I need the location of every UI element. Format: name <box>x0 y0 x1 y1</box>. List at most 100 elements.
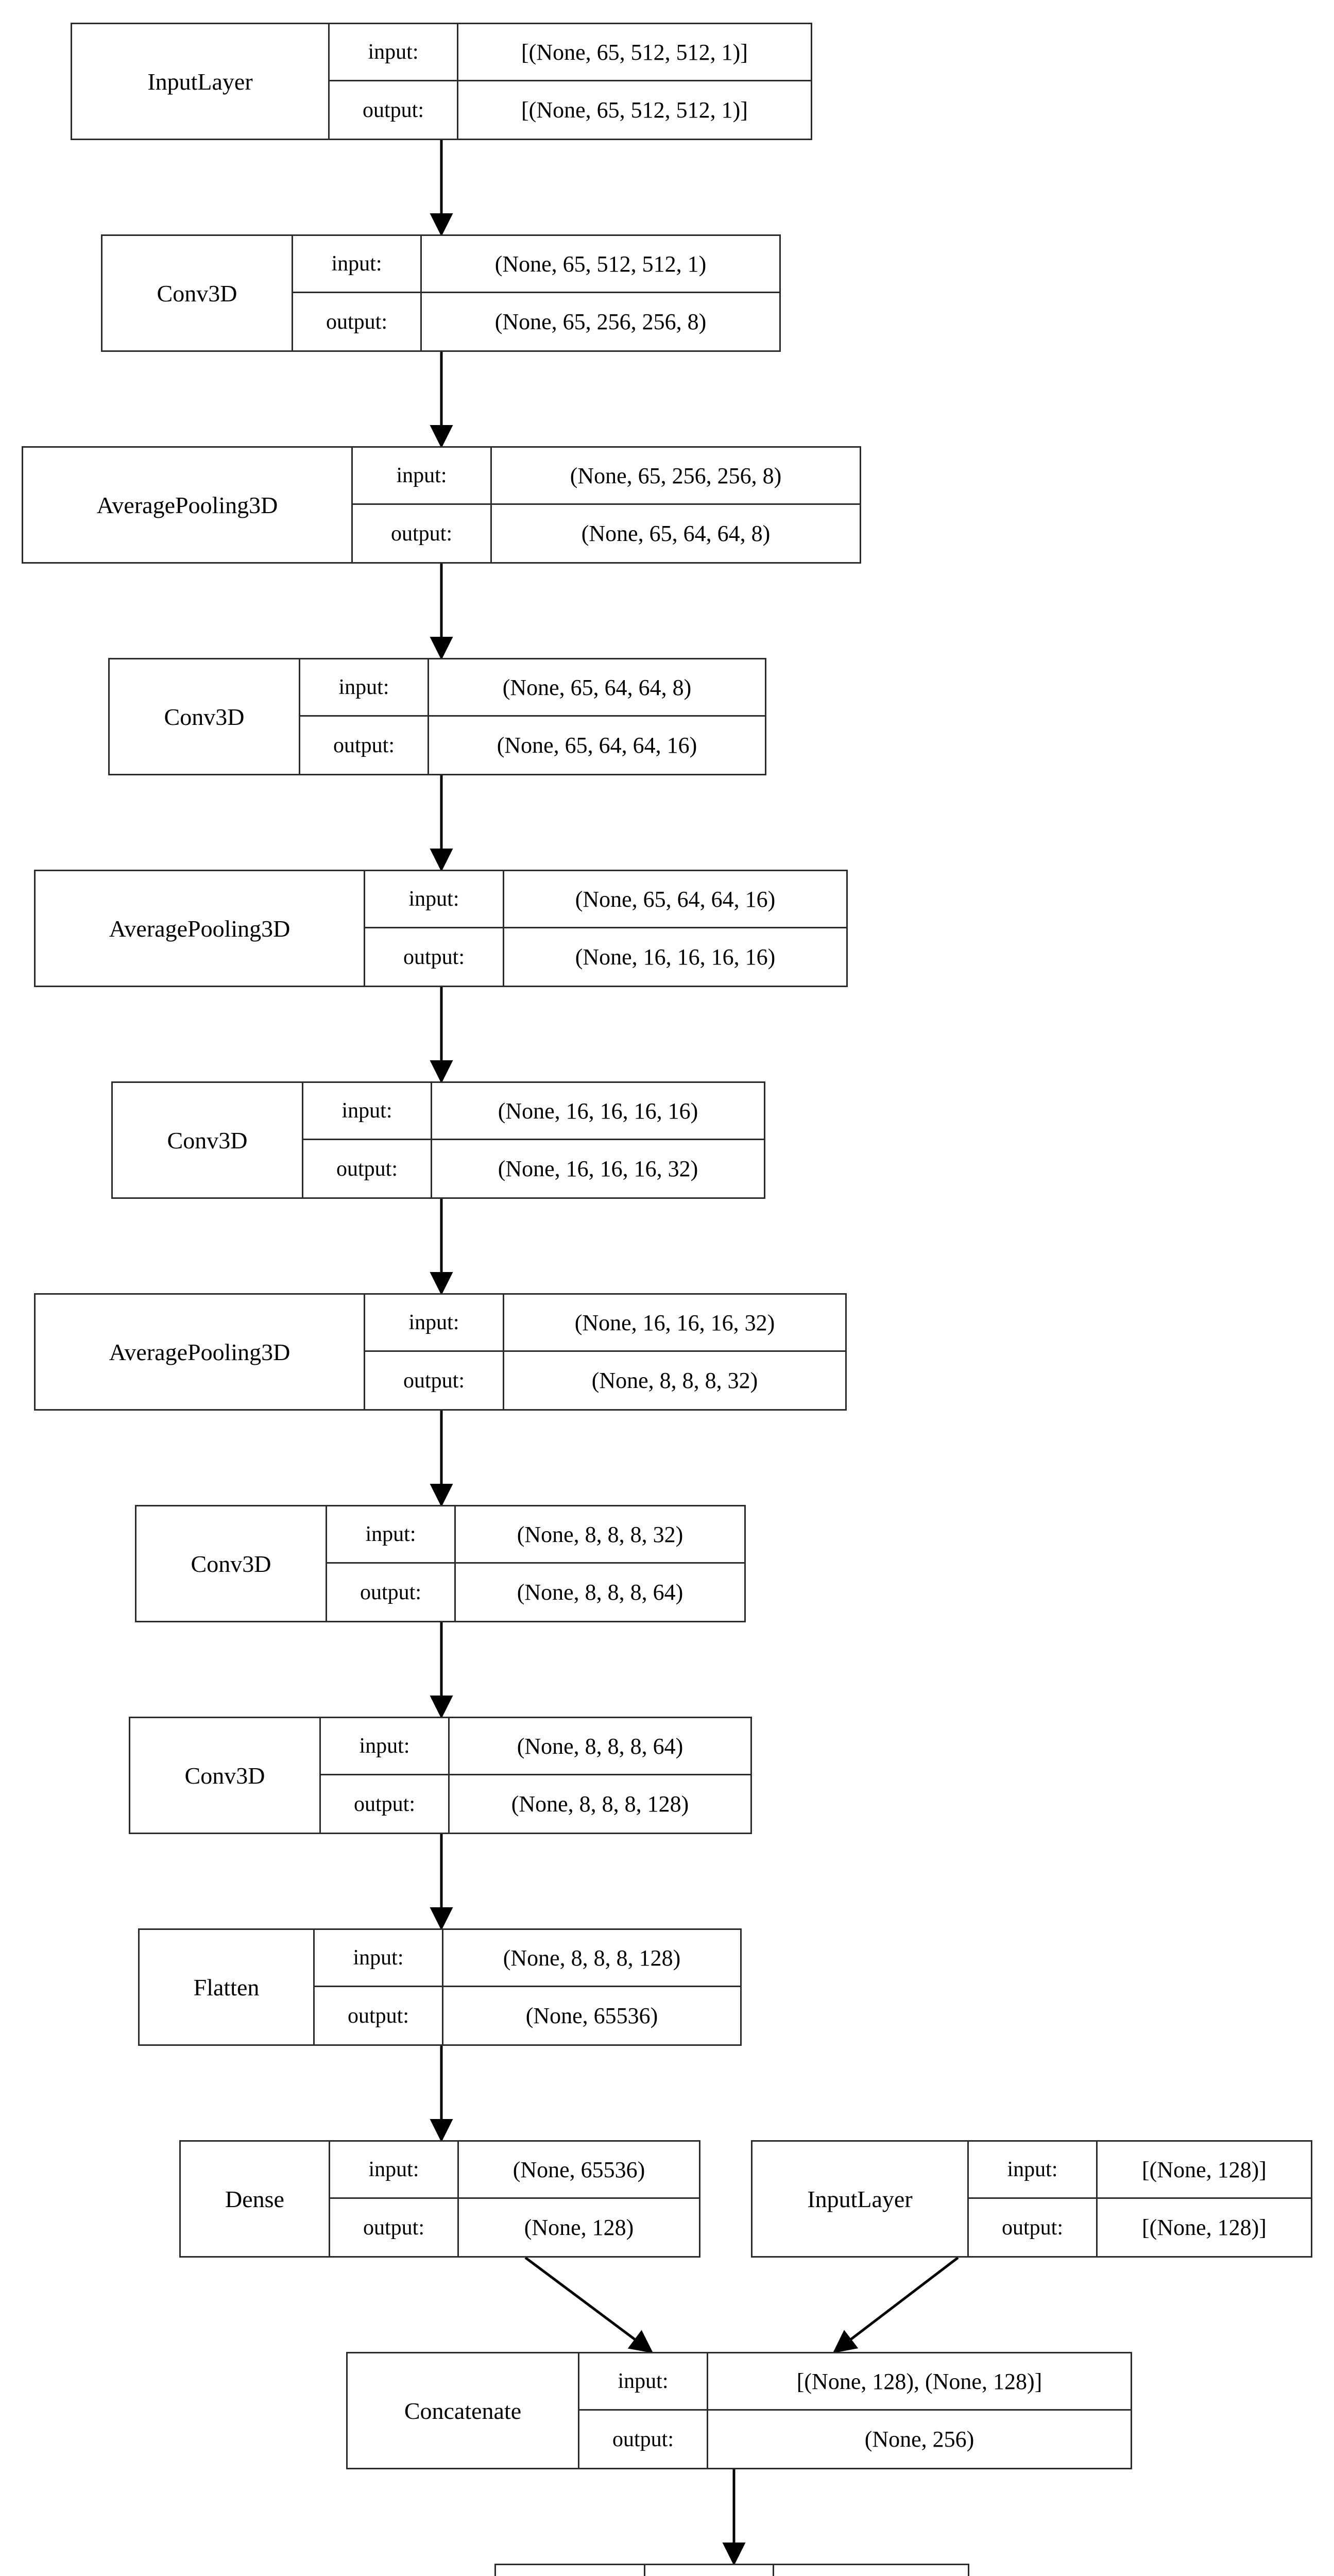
node-io-table: input: (None, 8, 8, 8, 64) output: (None, 8… <box>321 1718 750 1833</box>
io-value-input: (None, 16, 16, 16, 16) <box>498 1098 698 1124</box>
io-label-input: input: <box>353 448 492 503</box>
io-label-output: output: <box>365 928 504 986</box>
io-label-input: input: <box>365 871 504 927</box>
io-label-input: input: <box>293 236 422 292</box>
io-value-input: [(None, 128), (None, 128)] <box>796 2368 1042 2394</box>
node-io-table: input:(None, 16, 16, 16, 16)output:(None… <box>303 1083 764 1197</box>
node-type-label: AveragePooling3D <box>23 448 353 562</box>
io-value-output: (None, 65, 64, 64, 16) <box>497 733 697 758</box>
io-row-output: output: (None, 8, 8, 8, 128) <box>321 1775 750 1833</box>
io-label-input: input: <box>365 1295 504 1350</box>
io-value-output: (None, 256) <box>864 2427 974 2452</box>
io-value-input: (None, 256) <box>774 2565 968 2576</box>
io-row-input: input: (None, 65, 64, 64, 16) <box>365 871 846 928</box>
io-label-output: output: <box>315 1987 443 2044</box>
io-value-input: [(None, 128)] <box>1142 2157 1267 2182</box>
io-value-output: (None, 16, 16, 16, 32) <box>498 1156 698 1181</box>
io-row-output: output:(None, 8, 8, 8, 64) <box>327 1564 744 1621</box>
io-row-input: input: (None, 65, 256, 256, 8) <box>353 448 860 505</box>
io-label-input: input: <box>321 1718 450 1774</box>
io-label-output: output: <box>353 505 492 562</box>
node-io-table: input:(None, 8, 8, 8, 128)output: (None, … <box>315 1930 740 2044</box>
io-row-output: output:(None, 65, 64, 64, 16) <box>300 717 765 774</box>
io-label-input: input: <box>969 2142 1098 2197</box>
node-io-table: input:[(None, 128), (None, 128)]output:(… <box>579 2353 1131 2468</box>
io-row-output: output: (None, 128) <box>330 2199 699 2256</box>
node-type-label: Conv3D <box>110 659 300 774</box>
io-value-input: (None, 8, 8, 8, 32) <box>517 1521 683 1547</box>
io-label-output: output: <box>321 1775 450 1833</box>
io-value-output: (None, 8, 8, 8, 64) <box>517 1580 683 1605</box>
io-row-output: output: (None, 16, 16, 16, 16) <box>365 928 846 986</box>
io-value-input: (None, 8, 8, 8, 64) <box>517 1733 683 1759</box>
io-value-input: [(None, 65, 512, 512, 1)] <box>521 39 748 65</box>
node-io-table: input: (None, 16, 16, 16, 32) output: (None… <box>365 1295 845 1409</box>
node-type-label: InputLayer <box>72 24 330 139</box>
node-type-label: Conv3D <box>136 1506 327 1621</box>
io-label-input: input: <box>315 1930 443 1986</box>
node-type-label: Dense <box>181 2142 330 2256</box>
io-value-output: (None, 65, 256, 256, 8) <box>494 309 707 334</box>
io-value-output: [(None, 65, 512, 512, 1)] <box>521 97 748 123</box>
io-row-output: output: (None, 65, 256, 256, 8) <box>293 293 779 350</box>
io-value-input: (None, 65, 64, 64, 16) <box>575 886 776 912</box>
io-label-output: output: <box>365 1352 504 1409</box>
node-io-table: input: (None, 65, 256, 256, 8) output: (Non… <box>353 448 860 562</box>
io-value-output: (None, 128) <box>524 2215 634 2240</box>
io-label-output: output: <box>330 81 458 139</box>
edge-input_layer_2-to-concatenate_1 <box>832 2257 959 2353</box>
io-value-input: (None, 16, 16, 16, 32) <box>574 1310 775 1335</box>
io-row-output: output: (None, 16, 16, 16, 32) <box>303 1140 764 1197</box>
io-value-output: (None, 8, 8, 8, 128) <box>511 1791 689 1817</box>
node-type-label: Conv3D <box>102 236 293 350</box>
node-io-table: input:(None, 256)output:(None, 64) <box>645 2565 968 2576</box>
io-row-input: input:(None, 256) <box>645 2565 968 2576</box>
io-label-input: input: <box>330 24 458 80</box>
io-row-input: input: (None, 8, 8, 8, 64) <box>321 1718 750 1775</box>
io-row-input: input:(None, 8, 8, 8, 128) <box>315 1930 740 1987</box>
node-io-table: input: (None, 65, 512, 512, 1) output: (Non… <box>293 236 779 350</box>
io-value-output: (None, 8, 8, 8, 32) <box>591 1368 758 1393</box>
io-label-output: output: <box>293 293 422 350</box>
io-value-output: (None, 16, 16, 16, 16) <box>575 944 776 970</box>
io-value-input: (None, 65, 512, 512, 1) <box>494 251 707 277</box>
io-row-input: input:(None, 8, 8, 8, 32) <box>327 1506 744 1564</box>
io-row-output: output:[(None, 128)] <box>969 2199 1311 2256</box>
io-label-input: input: <box>645 2565 774 2576</box>
io-row-output: output: (None, 65536) <box>315 1987 740 2044</box>
io-value-output: (None, 65536) <box>525 2003 658 2028</box>
node-type-label: Concatenate <box>348 2353 579 2468</box>
io-label-input: input: <box>300 659 429 715</box>
io-row-output: output: (None, 8, 8, 8, 32) <box>365 1352 845 1409</box>
io-label-output: output: <box>969 2199 1098 2256</box>
io-row-input: input: [(None, 65, 512, 512, 1)] <box>330 24 811 81</box>
node-io-table: input: (None, 65, 64, 64, 16) output: (None… <box>365 871 846 986</box>
edge-dense_1-to-concatenate_1 <box>524 2256 654 2353</box>
io-value-input: (None, 65, 256, 256, 8) <box>570 463 782 488</box>
node-type-label: InputLayer <box>752 2142 969 2256</box>
node-type-label: AveragePooling3D <box>36 871 365 986</box>
io-label-output: output: <box>330 2199 459 2256</box>
io-label-output: output: <box>303 1140 432 1197</box>
io-value-input: (None, 65536) <box>512 2157 645 2182</box>
io-label-input: input: <box>330 2142 459 2197</box>
node-type-label: Flatten <box>140 1930 315 2044</box>
io-row-input: input: [(None, 128)] <box>969 2142 1311 2199</box>
io-row-output: output:(None, 256) <box>579 2411 1131 2468</box>
node-io-table: input:(None, 65, 64, 64, 8)output:(None,… <box>300 659 765 774</box>
io-row-input: input: (None, 65, 512, 512, 1) <box>293 236 779 293</box>
io-value-output: (None, 65, 64, 64, 8) <box>581 521 771 546</box>
